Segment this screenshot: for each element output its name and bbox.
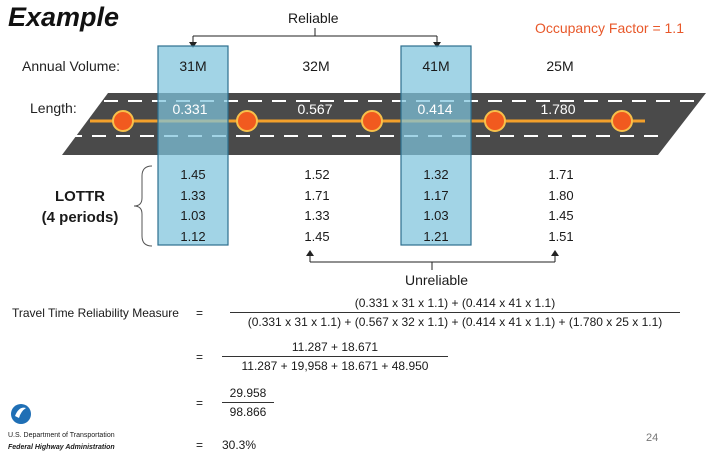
- lottr-value: 1.52: [304, 167, 330, 182]
- segment-3-volume: 41M: [422, 58, 450, 74]
- step-3-numerator: 29.958: [229, 386, 267, 400]
- segment-3-lottr-values: 1.32 1.17 1.03 1.21: [406, 165, 466, 247]
- node-1: [112, 110, 134, 132]
- segment-2-length: 0.567: [297, 101, 333, 117]
- fhwa-org-name: Federal Highway Administration: [8, 444, 115, 451]
- segment-1-volume: 31M: [179, 58, 207, 74]
- page-number: 24: [646, 432, 659, 444]
- formula-label: Travel Time Reliability Measure: [12, 306, 179, 320]
- equals-sign-4: =: [196, 438, 204, 452]
- lottr-value: 1.33: [304, 208, 330, 223]
- formula-step-2: 11.287 + 18.671 11.287 + 19,958 + 18.671…: [222, 340, 448, 373]
- lottr-value: 1.80: [548, 187, 574, 203]
- node-5: [611, 110, 633, 132]
- reliable-label: Reliable: [288, 10, 339, 26]
- annual-volume-label: Annual Volume:: [22, 58, 121, 74]
- unreliable-label: Unreliable: [405, 272, 469, 288]
- lottr-label-line1: LOTTR: [55, 188, 105, 205]
- fraction-bar: [222, 356, 448, 357]
- formula-step-3: 29.958 98.866: [222, 386, 274, 419]
- segment-4-volume: 25M: [546, 58, 574, 74]
- equals-sign-3: =: [196, 396, 204, 410]
- reliable-bracket: [189, 28, 441, 48]
- segment-1-lottr-values: 1.45 1.33 1.03 1.12: [163, 165, 223, 247]
- segment-4-lottr-values: 1.71 1.80 1.45 1.51: [531, 165, 591, 247]
- step-2-denominator: 11.287 + 19,958 + 18.671 + 48.950: [241, 359, 429, 373]
- lottr-brace: [133, 165, 153, 247]
- occupancy-factor-note: Occupancy Factor = 1.1: [534, 20, 684, 36]
- lottr-value: 1.45: [548, 208, 574, 223]
- usdot-logo-icon: [11, 404, 31, 424]
- node-2: [236, 110, 258, 132]
- segment-3-length: 0.414: [417, 101, 453, 117]
- highlight-box-segment-1: [157, 45, 229, 246]
- segment-2-lottr-values: 1.52 1.71 1.33 1.45: [287, 165, 347, 247]
- lottr-value: 1.51: [548, 228, 574, 244]
- step-1-denominator: (0.331 x 31 x 1.1) + (0.567 x 32 x 1.1) …: [247, 315, 663, 329]
- fraction-bar: [222, 402, 274, 403]
- equals-sign-2: =: [196, 350, 204, 364]
- lottr-value: 1.21: [423, 228, 449, 244]
- node-3: [361, 110, 383, 132]
- segment-2-volume: 32M: [302, 58, 330, 74]
- fraction-bar: [230, 312, 680, 313]
- step-3-denominator: 98.866: [229, 405, 267, 419]
- step-2-numerator: 11.287 + 18.671: [291, 340, 379, 354]
- lottr-label: LOTTR (4 periods): [40, 186, 120, 228]
- lottr-value: 1.33: [180, 187, 206, 203]
- lottr-value: 1.12: [180, 228, 206, 244]
- highlight-box-segment-3: [400, 45, 472, 246]
- lottr-value: 1.45: [304, 228, 330, 244]
- formula-step-1: (0.331 x 31 x 1.1) + (0.414 x 41 x 1.1) …: [230, 296, 680, 329]
- segment-diagram: [62, 28, 706, 270]
- lottr-value: 1.71: [548, 167, 574, 182]
- segment-4-length: 1.780: [540, 101, 576, 117]
- slide-title: Example: [8, 2, 120, 32]
- lottr-value: 1.03: [180, 208, 206, 223]
- lottr-value: 1.45: [180, 167, 206, 182]
- usdot-org-name: U.S. Department of Transportation: [8, 432, 115, 439]
- road-nodes: [112, 110, 633, 132]
- lottr-value: 1.71: [304, 187, 330, 203]
- equals-sign-1: =: [196, 306, 204, 320]
- length-label: Length:: [30, 100, 77, 116]
- lottr-value: 1.32: [423, 167, 449, 182]
- lottr-label-line2: (4 periods): [41, 209, 119, 226]
- lottr-value: 1.17: [423, 187, 449, 203]
- unreliable-bracket: [306, 250, 559, 270]
- node-4: [484, 110, 506, 132]
- lottr-value: 1.03: [423, 208, 449, 223]
- formula-result: 30.3%: [222, 438, 257, 452]
- step-1-numerator: (0.331 x 31 x 1.1) + (0.414 x 41 x 1.1): [354, 296, 556, 310]
- segment-1-length: 0.331: [172, 101, 208, 117]
